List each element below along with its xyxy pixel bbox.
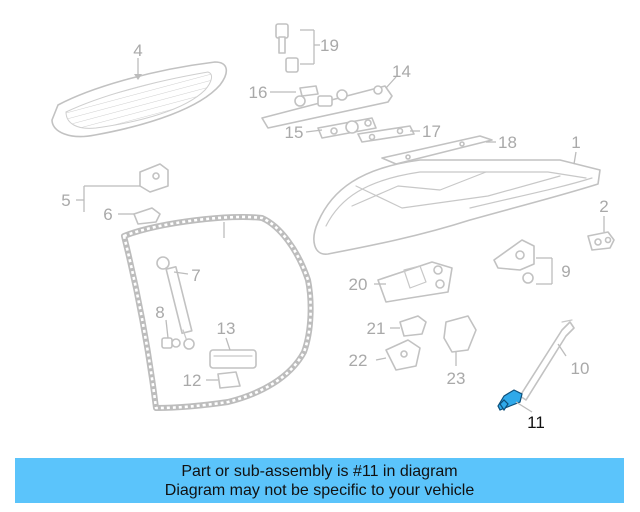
part-9-bracket <box>493 239 553 285</box>
callout-20: 20 <box>349 275 368 294</box>
callout-6: 6 <box>103 205 112 224</box>
part-4-spoiler <box>51 61 228 138</box>
leader-lines <box>76 58 605 413</box>
part-2-striker <box>587 231 615 251</box>
callout-16: 16 <box>249 83 268 102</box>
callout-4: 4 <box>133 41 142 60</box>
callout-2: 2 <box>599 197 608 216</box>
callout-1: 1 <box>571 133 580 152</box>
part-16-bracket <box>299 85 319 97</box>
part-6-clip <box>133 207 161 225</box>
part-5-stopper <box>139 163 169 193</box>
part-8-bolt <box>161 337 181 349</box>
weatherstrip-seal <box>121 213 314 411</box>
callout-11: 11 <box>527 413 545 432</box>
callout-22: 22 <box>349 351 368 370</box>
callout-23: 23 <box>447 369 466 388</box>
part-23-cover <box>443 315 477 353</box>
callout-12: 12 <box>183 371 202 390</box>
part-14-hinge <box>261 85 393 129</box>
callout-18: 18 <box>498 133 517 152</box>
callout-15: 15 <box>285 123 304 142</box>
part-17-plate <box>357 125 415 143</box>
part-18-strip <box>381 135 493 165</box>
callout-14: 14 <box>392 62 411 81</box>
part-7-strut <box>156 256 195 350</box>
part-10-rod <box>519 319 575 401</box>
parts-diagram: 4 19 16 14 15 17 18 1 2 5 6 7 8 13 12 20… <box>51 23 615 432</box>
part-20-latch <box>377 261 453 303</box>
callout-10: 10 <box>571 359 590 378</box>
part-1-liftgate <box>313 159 601 255</box>
part-12-knob <box>217 371 241 389</box>
callout-17: 17 <box>422 122 441 141</box>
part-22-actuator <box>385 339 421 371</box>
callout-21: 21 <box>367 319 386 338</box>
info-banner: Part or sub-assembly is #11 in diagram D… <box>15 458 624 503</box>
callout-13: 13 <box>217 319 236 338</box>
part-13-handle <box>209 349 257 369</box>
callout-8: 8 <box>155 303 164 322</box>
banner-line-1: Part or sub-assembly is #11 in diagram <box>181 462 458 480</box>
callout-7: 7 <box>191 266 200 285</box>
part-15-plate <box>317 117 377 139</box>
part-21-clip <box>399 315 427 337</box>
part-19-bolts <box>275 23 320 73</box>
banner-line-2: Diagram may not be specific to your vehi… <box>164 481 475 499</box>
callout-9: 9 <box>561 262 570 281</box>
callout-5: 5 <box>61 191 70 210</box>
callout-labels: 4 19 16 14 15 17 18 1 2 5 6 7 8 13 12 20… <box>61 36 608 432</box>
callout-19: 19 <box>320 36 339 55</box>
part-11-clip-highlighted <box>497 389 523 412</box>
